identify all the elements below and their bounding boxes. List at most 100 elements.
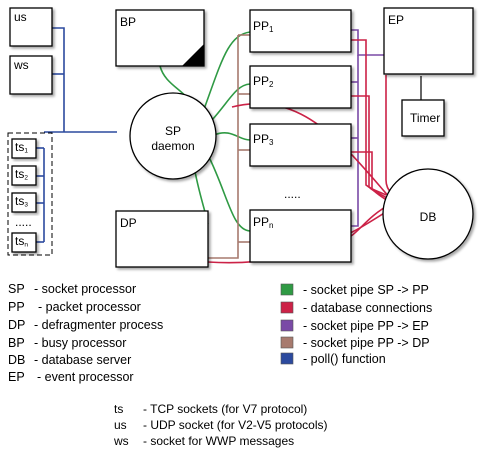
- ts3-sub: 3: [24, 202, 28, 209]
- pp2-label: PP2: [253, 74, 274, 89]
- us-label: us: [14, 10, 27, 24]
- timer-label: Timer: [410, 111, 440, 125]
- bp-label: BP: [120, 15, 136, 29]
- abbr-bp-desc: - busy processor: [34, 336, 126, 350]
- db-line-ep: [385, 75, 393, 195]
- ppn-box: [249, 209, 352, 263]
- poll-line-us: [52, 27, 65, 132]
- ep-label: EP: [388, 13, 404, 27]
- ws-box: [9, 55, 53, 95]
- abbr-ep: EP - event processor: [8, 370, 134, 384]
- ppn-sub: n: [269, 221, 273, 230]
- legend-swatch-purple: [280, 319, 294, 332]
- pp-dp-pipes: [208, 34, 250, 259]
- us-box: [9, 7, 53, 47]
- tsn-main: ts: [15, 234, 24, 248]
- legend-swatch-brown: [280, 336, 294, 349]
- pipe-sp-ppn: [207, 154, 251, 232]
- note-ts-desc: - TCP sockets (for V7 protocol): [143, 402, 307, 416]
- ts2-main: ts: [15, 167, 24, 181]
- abbr-db-key: DB: [8, 353, 25, 367]
- abbr-bp-key: BP: [8, 336, 25, 350]
- legend-label-brown: - socket pipe PP -> DP: [303, 336, 430, 350]
- ep-box: [383, 7, 474, 75]
- abbr-pp: PP - packet processor: [8, 300, 141, 314]
- pp3-label: PP3: [253, 132, 274, 147]
- socket-notes: ts - TCP sockets (for V7 protocol) us - UD…: [113, 402, 328, 448]
- ts-ellipsis: .....: [15, 215, 32, 229]
- bp-box: [115, 9, 205, 67]
- legend-label-red: - database connections: [303, 301, 432, 315]
- abbr-dp-desc: - defragmenter process: [34, 318, 163, 332]
- pp2-main: PP: [253, 74, 269, 88]
- pp1-box: [249, 9, 352, 53]
- sp-sublabel: daemon: [151, 139, 194, 153]
- legend-swatch-red: [280, 301, 294, 314]
- abbr-dp-key: DP: [8, 318, 25, 332]
- legend-swatch-green: [280, 283, 294, 296]
- pipe-pp-dp-trunk: [208, 35, 239, 259]
- ts1-label: ts1: [15, 140, 28, 155]
- abbr-sp-desc: - socket processor: [34, 282, 136, 296]
- abbr-pp-desc: - packet processor: [38, 300, 141, 314]
- abbr-pp-key: PP: [8, 300, 25, 314]
- pipe-sp-pp1: [202, 31, 251, 113]
- sp-circle: [129, 92, 217, 180]
- pp3-sub: 3: [269, 138, 274, 147]
- abbr-ep-desc: - event processor: [37, 370, 134, 384]
- abbreviation-list: SP- socket processor PP- packet processo…: [8, 282, 163, 384]
- note-ws-key: ws: [113, 434, 129, 448]
- ts-group-frame: [7, 132, 53, 256]
- node-boxes: [9, 7, 474, 268]
- pp3-box: [249, 123, 352, 167]
- note-us-desc: - UDP socket (for V2-V5 protocols): [143, 418, 328, 432]
- note-ws-desc: - socket for WWP messages: [143, 434, 294, 448]
- note-ws: ws - socket for WWP messages: [113, 434, 294, 448]
- tsn-box: [11, 232, 37, 253]
- legend-label-green: - socket pipe SP -> PP: [303, 283, 429, 297]
- abbr-db-desc: - database server: [34, 353, 131, 367]
- ts1-main: ts: [15, 140, 24, 154]
- note-us: us - UDP socket (for V2-V5 protocols): [114, 418, 328, 432]
- pipe-pp1-ep: [351, 29, 384, 56]
- sp-label: SP: [165, 124, 181, 138]
- bp-busy-marker: [182, 44, 204, 66]
- pp-ellipsis: .....: [284, 187, 301, 201]
- pp3-main: PP: [253, 132, 269, 146]
- timer-box: [401, 99, 445, 137]
- db-circle: [382, 168, 474, 260]
- ts3-main: ts: [15, 194, 24, 208]
- pp1-label: PP1: [253, 19, 274, 34]
- note-ts-key: ts: [114, 402, 123, 416]
- ts2-box: [11, 165, 37, 186]
- pp1-main: PP: [253, 19, 269, 33]
- abbr-bp: BP - busy processor: [8, 336, 126, 350]
- ts2-sub: 2: [24, 175, 28, 182]
- color-legend: - socket pipe SP -> PP - database connec…: [280, 283, 432, 366]
- tsn-sub: n: [24, 242, 28, 249]
- ppn-label: PPn: [253, 215, 273, 230]
- poll-lines: [36, 27, 117, 243]
- ts1-box: [11, 138, 37, 159]
- ppn-main: PP: [253, 215, 269, 229]
- pp2-box: [249, 65, 352, 109]
- note-us-key: us: [114, 418, 127, 432]
- ts3-label: ts3: [15, 194, 28, 209]
- pipe-sp-pp3: [213, 132, 251, 141]
- dp-box: [115, 210, 209, 268]
- db-line-pp2: [351, 95, 388, 199]
- legend-label-blue: - poll() function: [303, 352, 386, 366]
- abbr-dp: DP - defragmenter process: [8, 318, 163, 332]
- dp-label: DP: [120, 216, 137, 230]
- ts3-box: [11, 192, 37, 213]
- abbr-ep-key: EP: [8, 370, 25, 384]
- abbr-db: DB - database server: [8, 353, 131, 367]
- ts2-label: ts2: [15, 167, 28, 182]
- db-label: DB: [420, 210, 437, 224]
- pp-ep-pipes: [351, 29, 384, 227]
- tsn-label: tsn: [15, 234, 28, 249]
- connection-lines: [36, 27, 422, 264]
- pipe-sp-pp2: [211, 83, 251, 121]
- legend-label-purple: - socket pipe PP -> EP: [303, 319, 429, 333]
- pp1-sub: 1: [269, 25, 274, 34]
